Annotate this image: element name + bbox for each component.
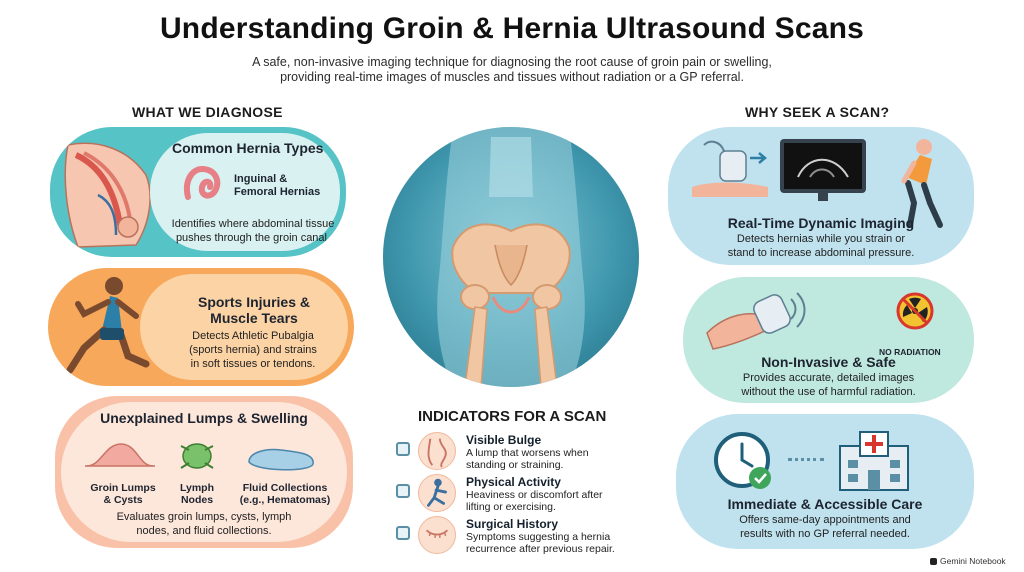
subtitle-line-2: providing real-time images of muscles an… xyxy=(280,70,744,84)
care-desc-line-2: results with no GP referral needed. xyxy=(740,528,910,540)
lumps-item-3-line-2: (e.g., Hematomas) xyxy=(239,494,331,506)
lumps-desc-line-1: Evaluates groin lumps, cysts, lymph xyxy=(116,511,292,523)
safe-desc-line-1: Provides accurate, detailed images xyxy=(742,372,915,384)
realtime-desc: Detects hernias while you strain or stan… xyxy=(698,232,944,260)
indicator-2-desc-line-2: lifting or exercising. xyxy=(466,501,556,513)
lumps-item-2-line-1: Lymph xyxy=(179,482,215,494)
hernia-desc-line-1: Identifies where abdominal tissue xyxy=(171,218,335,230)
indicators-heading: INDICATORS FOR A SCAN xyxy=(418,408,607,425)
lumps-swelling-card: Unexplained Lumps & Swelling Groin Lumps… xyxy=(55,396,353,548)
sports-title-line-2: Muscle Tears xyxy=(210,310,298,326)
activity-icon xyxy=(418,474,456,512)
non-invasive-safe-card: NO RADIATION Non-Invasive & Safe Provide… xyxy=(683,277,974,403)
brand-logo-icon xyxy=(930,558,937,565)
indicator-2-desc-line-1: Heaviness or discomfort after xyxy=(466,489,603,501)
lumps-swelling-inner xyxy=(61,402,347,542)
hernia-subtype-line-2: Femoral Hernias xyxy=(234,186,321,198)
checkbox-icon[interactable] xyxy=(396,526,410,540)
straining-man-icon xyxy=(901,139,943,228)
indicator-2-desc: Heaviness or discomfort after lifting or… xyxy=(466,489,646,513)
lumps-item-2: Lymph Nodes xyxy=(167,482,227,506)
checkbox-icon[interactable] xyxy=(396,484,410,498)
hernia-desc-line-2: pushes through the groin canal. xyxy=(175,232,331,244)
groin-anatomy-icon xyxy=(64,142,151,248)
indicator-1-desc: A lump that worsens when standing or str… xyxy=(466,447,646,471)
realtime-title: Real-Time Dynamic Imaging xyxy=(727,215,915,231)
accessible-care-card: Immediate & Accessible Care Offers same-… xyxy=(676,414,974,549)
subtitle-line-1: A safe, non-invasive imaging technique f… xyxy=(252,55,772,69)
bulge-icon xyxy=(418,432,456,470)
lymph-node-icon xyxy=(180,443,214,469)
ultrasound-probe-icon xyxy=(692,140,768,197)
hernia-types-inner xyxy=(150,133,340,251)
sports-desc-line-1: Detects Athletic Pubalgia xyxy=(192,330,314,342)
sports-desc-line-2: (sports hernia) and strains xyxy=(189,344,317,356)
sports-title: Sports Injuries & Muscle Tears xyxy=(184,294,324,326)
monitor-icon xyxy=(780,139,866,201)
sports-title-line-1: Sports Injuries & xyxy=(197,294,311,310)
checkbox-icon[interactable] xyxy=(396,442,410,456)
lumps-item-2-line-2: Nodes xyxy=(180,494,214,506)
hernia-types-card: Common Hernia Types Inguinal & Femoral H… xyxy=(50,127,346,257)
why-seek-scan-heading: WHY SEEK A SCAN? xyxy=(745,104,890,120)
real-time-imaging-card: Real-Time Dynamic Imaging Detects hernia… xyxy=(668,127,974,265)
hernia-subtype-line-1: Inguinal & xyxy=(234,173,288,185)
indicator-visible-bulge: Visible Bulge A lump that worsens when s… xyxy=(396,432,646,474)
no-radiation-icon xyxy=(896,292,934,330)
hernia-types-desc: Identifies where abdominal tissue pushes… xyxy=(168,217,338,245)
sports-injuries-inner xyxy=(140,274,348,380)
care-desc: Offers same-day appointments and results… xyxy=(706,513,944,541)
runner-icon xyxy=(66,277,150,374)
indicator-1-desc-line-2: standing or straining. xyxy=(466,459,564,471)
lumps-desc-line-2: nodes, and fluid collections. xyxy=(136,525,272,537)
page-subtitle: A safe, non-invasive imaging technique f… xyxy=(212,55,812,85)
indicator-3-desc-line-2: recurrence after previous repair. xyxy=(466,543,615,555)
lumps-desc: Evaluates groin lumps, cysts, lymph node… xyxy=(75,510,333,538)
lumps-item-1-line-2: & Cysts xyxy=(103,494,143,506)
pelvis-illustration xyxy=(383,127,639,387)
safe-desc-line-2: without the use of harmful radiation. xyxy=(741,386,916,398)
arrow-icon xyxy=(750,152,767,164)
brand-label: Gemini Notebook xyxy=(940,556,1006,566)
safe-title: Non-Invasive & Safe xyxy=(761,354,896,370)
clock-icon xyxy=(714,432,771,489)
lumps-item-1-line-1: Groin Lumps xyxy=(90,482,156,494)
indicator-3-desc-line-1: Symptoms suggesting a hernia xyxy=(466,531,611,543)
sports-desc-line-3: in soft tissues or tendons. xyxy=(190,358,316,370)
indicator-1-title: Visible Bulge xyxy=(466,433,542,447)
lump-icon xyxy=(85,443,155,467)
brand-watermark: Gemini Notebook xyxy=(930,556,1006,566)
fluid-collection-icon xyxy=(248,448,314,471)
hernia-subtypes: Inguinal & Femoral Hernias xyxy=(234,173,320,199)
hospital-icon xyxy=(839,431,909,491)
safe-desc: Provides accurate, detailed images witho… xyxy=(713,371,944,399)
realtime-desc-line-1: Detects hernias while you strain or xyxy=(736,233,906,245)
no-radiation-badge: NO RADIATION xyxy=(879,347,941,357)
sports-desc: Detects Athletic Pubalgia (sports hernia… xyxy=(168,329,338,371)
lumps-item-3-line-1: Fluid Collections xyxy=(242,482,328,494)
lumps-title: Unexplained Lumps & Swelling xyxy=(100,410,308,426)
scar-icon xyxy=(418,516,456,554)
care-title: Immediate & Accessible Care xyxy=(727,496,923,512)
hernia-loop-icon xyxy=(184,165,221,200)
hand-probe-icon xyxy=(706,292,806,350)
indicator-2-title: Physical Activity xyxy=(466,475,561,489)
hernia-types-title: Common Hernia Types xyxy=(172,140,324,156)
sports-injuries-card: Sports Injuries & Muscle Tears Detects A… xyxy=(48,268,354,386)
indicator-physical-activity: Physical Activity Heaviness or discomfor… xyxy=(396,474,646,516)
indicator-3-desc: Symptoms suggesting a hernia recurrence … xyxy=(466,531,646,555)
what-we-diagnose-heading: WHAT WE DIAGNOSE xyxy=(132,104,283,120)
care-desc-line-1: Offers same-day appointments and xyxy=(739,514,911,526)
indicator-surgical-history: Surgical History Symptoms suggesting a h… xyxy=(396,516,646,558)
indicator-1-desc-line-1: A lump that worsens when xyxy=(466,447,589,459)
dotted-connector xyxy=(788,458,824,461)
pelvis-body-icon xyxy=(437,127,585,387)
lumps-item-1: Groin Lumps & Cysts xyxy=(83,482,163,506)
page-title: Understanding Groin & Hernia Ultrasound … xyxy=(159,12,865,45)
indicator-3-title: Surgical History xyxy=(466,517,559,531)
lumps-item-3: Fluid Collections (e.g., Hematomas) xyxy=(235,482,335,506)
realtime-desc-line-2: stand to increase abdominal pressure. xyxy=(727,247,915,259)
